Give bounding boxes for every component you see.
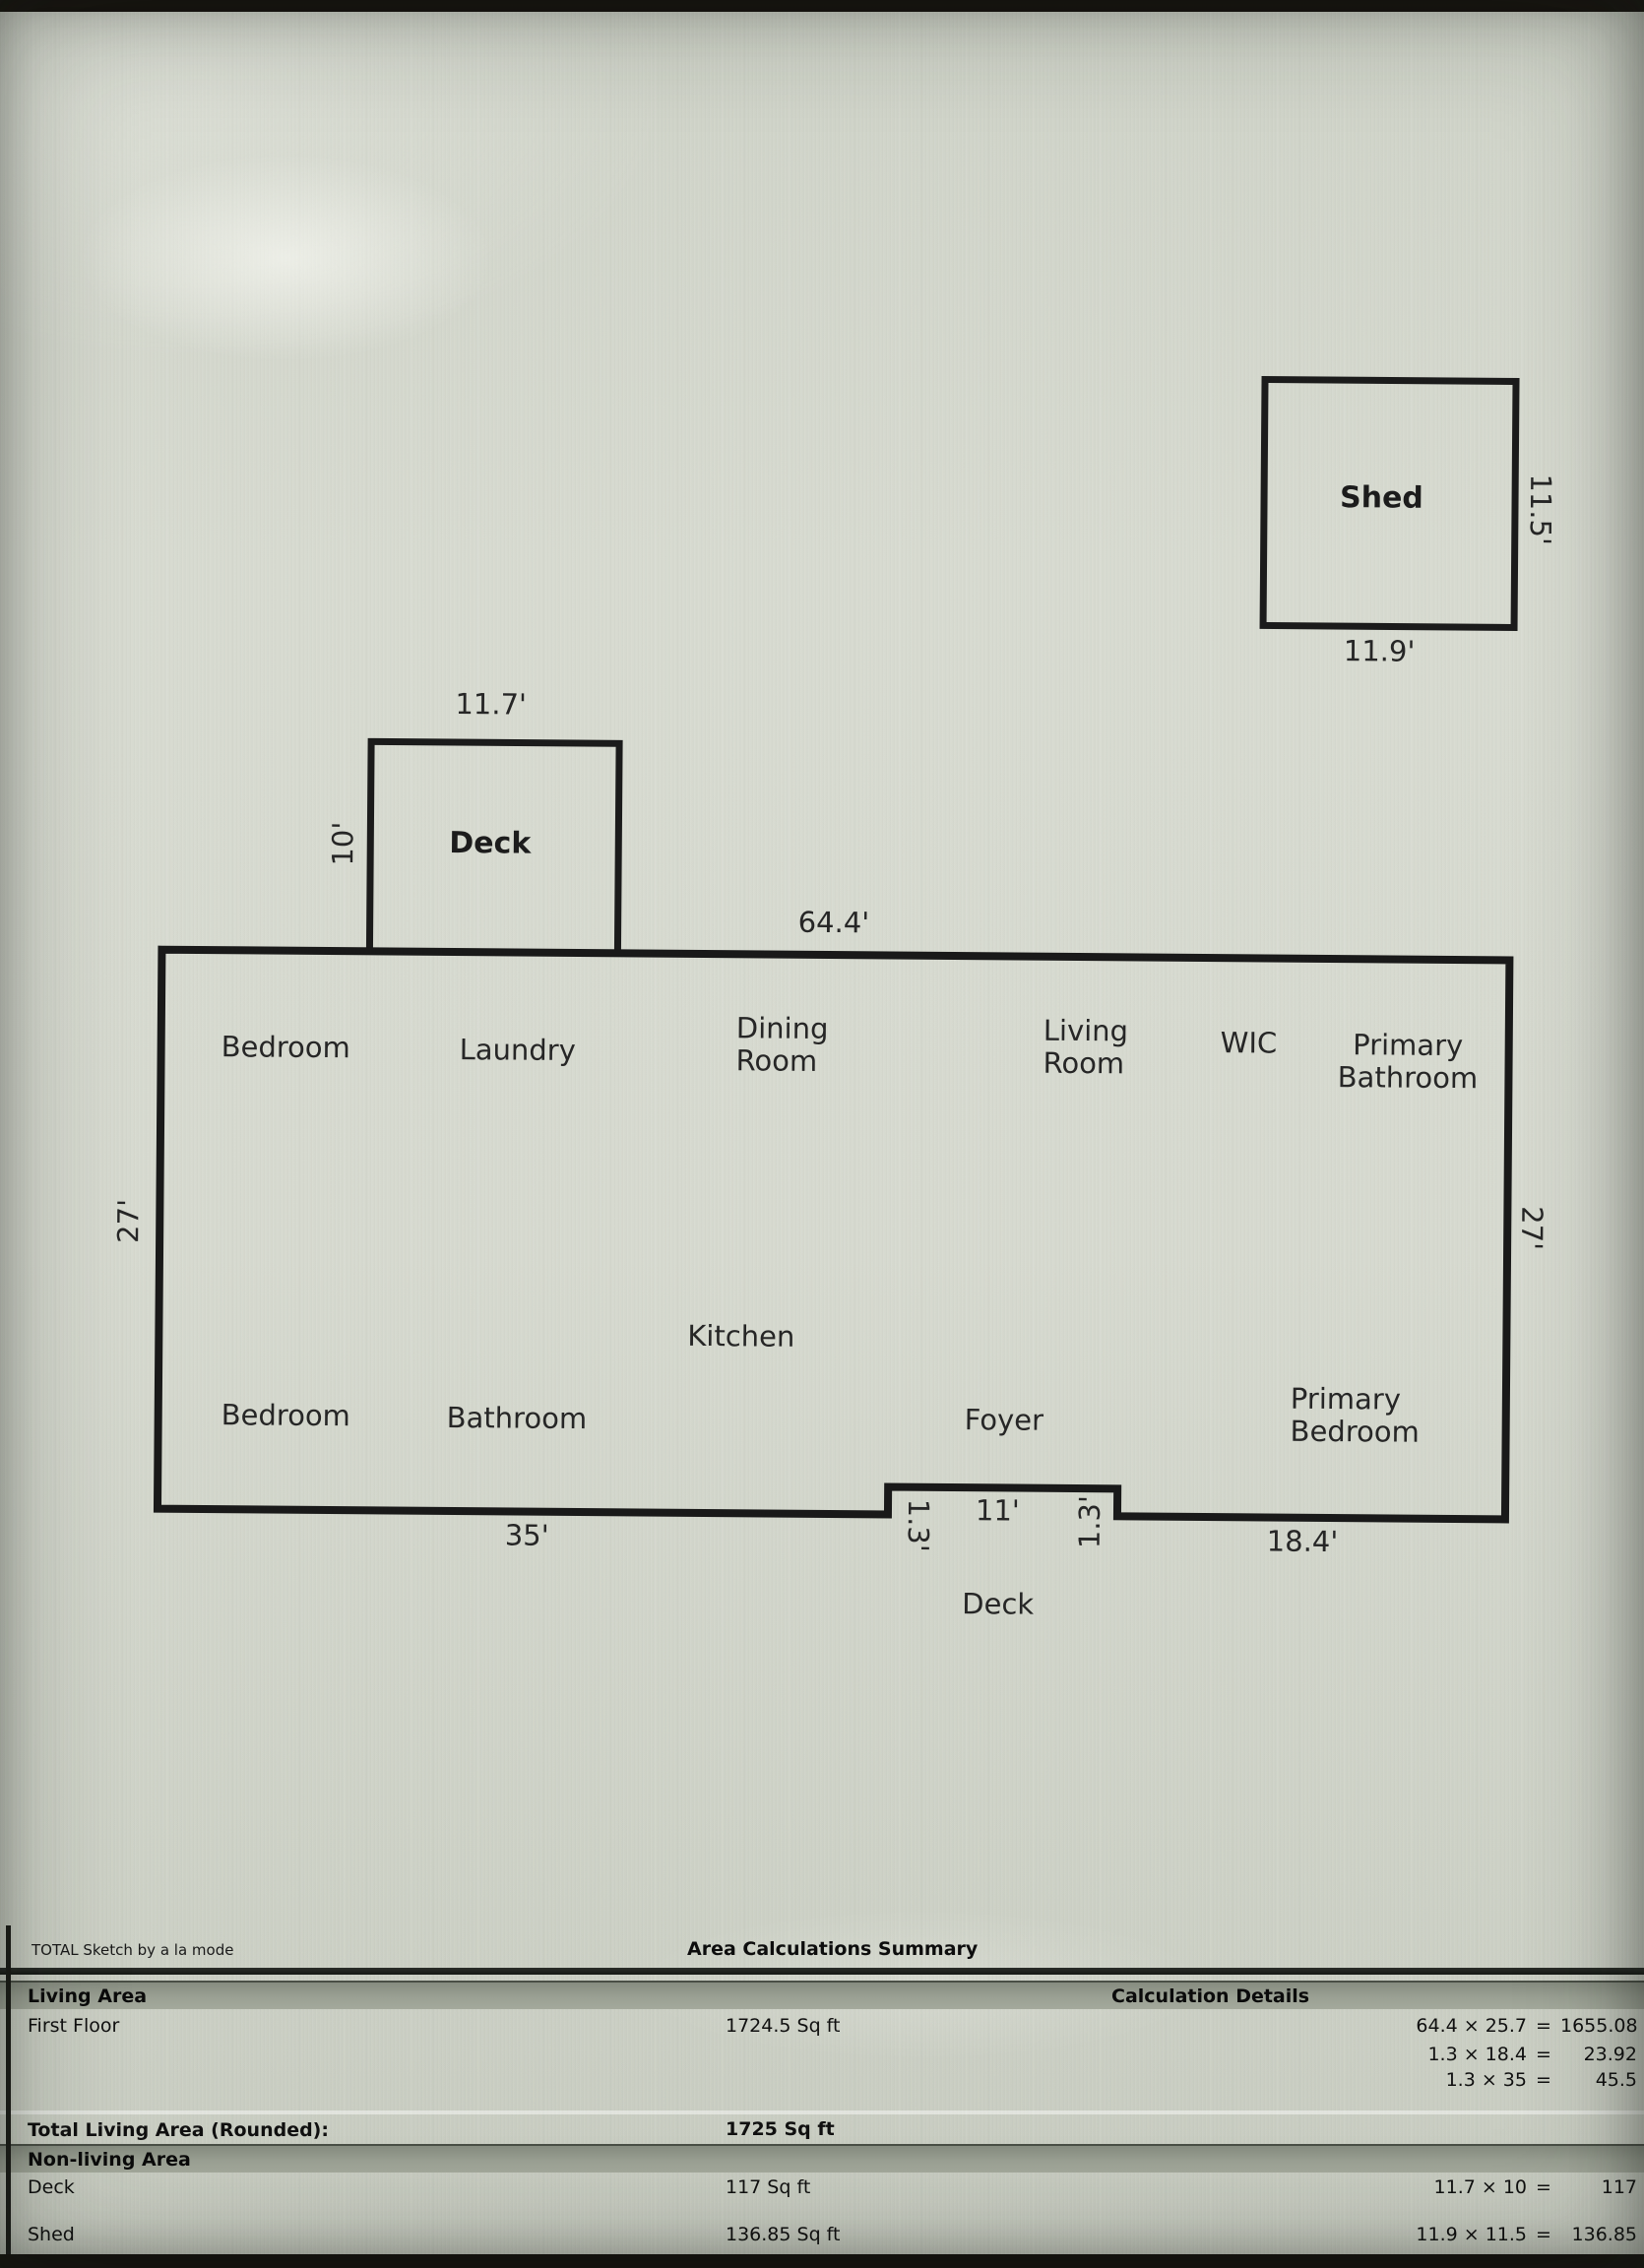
total-value: 1725 Sq ft	[726, 2118, 835, 2140]
total-label: Total Living Area (Rounded):	[28, 2119, 329, 2141]
calc-value: 136.85	[1571, 2224, 1637, 2245]
living-area-header: Living Area	[28, 1985, 148, 2007]
first-floor-outline	[153, 945, 1514, 1524]
total-separator	[0, 2110, 1644, 2114]
calc-line-3: 1.3 × 35 = 45.5	[1391, 2069, 1637, 2091]
calc-expression: 1.3 × 18.4	[1427, 2044, 1527, 2065]
row-area: 1724.5 Sq ft	[726, 2015, 841, 2037]
calc-line-2: 1.3 × 18.4 = 23.92	[1391, 2044, 1637, 2065]
row-name: Shed	[28, 2224, 75, 2245]
calc-equals: =	[1536, 2224, 1551, 2245]
row-area: 117 Sq ft	[726, 2176, 811, 2198]
calc-expression: 1.3 × 35	[1445, 2069, 1527, 2091]
calc-value: 23.92	[1583, 2044, 1637, 2065]
living-area-header-band: Living Area Calculation Details	[0, 1981, 1644, 2009]
nonliving-area-header: Non-living Area	[28, 2149, 191, 2171]
row-name: First Floor	[28, 2015, 120, 2037]
page-left-border	[6, 1925, 11, 2268]
floor-plan-sketch: Deck Shed Deck Bedroom Laundry Dining Ro…	[111, 375, 1557, 1621]
floor-plan-outlines	[153, 375, 1520, 1524]
shed-outline	[1259, 375, 1520, 631]
nonliving-area-header-band: Non-living Area	[0, 2144, 1644, 2173]
calc-equals: =	[1536, 2069, 1551, 2091]
calc-equals: =	[1536, 2044, 1551, 2065]
summary-title: Area Calculations Summary	[687, 1938, 979, 1960]
calc-value: 117	[1601, 2176, 1637, 2198]
calc-equals: =	[1536, 2176, 1551, 2198]
screen-bottom-bezel	[0, 2254, 1644, 2268]
calc-line-1: 64.4 × 25.7 = 1655.08	[1391, 2015, 1637, 2037]
summary-divider	[0, 1968, 1644, 1975]
calc-equals: =	[1536, 2015, 1551, 2037]
total-sketch-brand: TOTAL Sketch by a la mode	[32, 1941, 234, 1959]
calc-line: 11.7 × 10 = 117	[1391, 2176, 1637, 2198]
calc-value: 45.5	[1595, 2069, 1637, 2091]
calc-line: 11.9 × 11.5 = 136.85	[1391, 2224, 1637, 2245]
row-name: Deck	[28, 2176, 75, 2198]
calc-expression: 64.4 × 25.7	[1416, 2015, 1527, 2037]
screen-top-bezel	[0, 0, 1644, 12]
row-area: 136.85 Sq ft	[726, 2224, 841, 2245]
calc-expression: 11.7 × 10	[1433, 2176, 1527, 2198]
calculation-details-header: Calculation Details	[1111, 1985, 1310, 2007]
calc-expression: 11.9 × 11.5	[1416, 2224, 1527, 2245]
calc-value: 1655.08	[1560, 2015, 1638, 2037]
